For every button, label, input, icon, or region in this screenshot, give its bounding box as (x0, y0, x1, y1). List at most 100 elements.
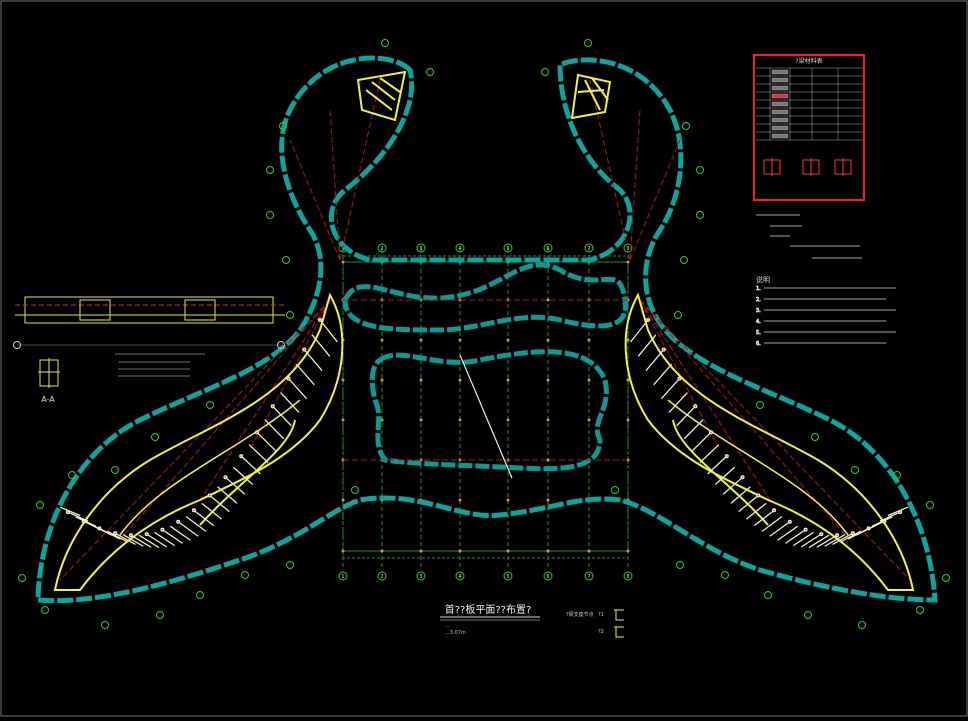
section-cut-line (459, 354, 513, 479)
joist-node (191, 508, 196, 513)
axis-line (119, 299, 331, 541)
perimeter-bubble (266, 211, 274, 219)
joist (699, 444, 720, 464)
inner-void-upper (342, 262, 629, 333)
joist (832, 532, 854, 546)
grid-label-top: 1 (341, 246, 344, 252)
joist-node (693, 404, 698, 409)
joist (264, 419, 285, 440)
perimeter-bubble (156, 611, 164, 619)
grid-bubble-bottom (455, 571, 465, 581)
right-wing-steel (624, 292, 915, 591)
axis-line (629, 109, 641, 261)
perimeter-bubble (36, 501, 44, 509)
column-node (419, 418, 423, 422)
column-node (341, 549, 345, 553)
perimeter-bubble (151, 433, 159, 441)
column-node (626, 418, 630, 422)
grid-frame (342, 255, 629, 559)
grid-bubble-top (503, 243, 513, 253)
column-node (458, 378, 462, 382)
column-node (546, 549, 550, 553)
joist (879, 511, 901, 522)
drawing-title-block: 首??板平面??布置? ... ...3.07m (440, 603, 540, 636)
grid-bubble-bottom (623, 571, 633, 581)
legend-key-1: ?1 (598, 612, 604, 618)
table-cell-fill (771, 117, 789, 123)
material-table: ?梁材料表 (753, 54, 865, 201)
joist (303, 349, 323, 372)
column-node (506, 549, 510, 553)
perimeter-bubble (286, 561, 294, 569)
grid-bubble-top (416, 243, 426, 253)
perimeter-bubble (942, 574, 950, 582)
column-node (458, 418, 462, 422)
grid-label-bottom: 4 (458, 574, 461, 580)
grid-bubble-bottom (543, 571, 553, 581)
drawing-subtitle-2: ...3.07m (445, 630, 466, 636)
perimeter-bubble (41, 606, 49, 614)
column-node (380, 549, 384, 553)
joist (824, 534, 846, 547)
joist (840, 530, 862, 543)
joist (295, 363, 315, 386)
grid-label-bottom: 2 (380, 574, 383, 580)
column-node (341, 378, 345, 382)
grid-label-top: 7 (587, 246, 590, 252)
axis-line (199, 299, 331, 501)
section-a-a: A-A (38, 358, 60, 404)
perimeter-bubble (206, 401, 214, 409)
joist (691, 431, 712, 452)
joist (201, 502, 222, 520)
table-cell-fill (771, 133, 789, 139)
joist (319, 319, 338, 343)
perimeter-bubble (764, 591, 772, 599)
joist-node (270, 404, 275, 409)
joist (792, 531, 814, 547)
grid-bubble-top (455, 243, 465, 253)
section-label: A-A (41, 395, 55, 404)
drawing-subtitle-1: ... (445, 623, 450, 629)
joist (761, 515, 783, 532)
joist (75, 516, 97, 527)
perimeter-bubble (426, 68, 434, 76)
axis-line (339, 79, 381, 261)
joist (288, 378, 308, 400)
table-section-icons (763, 158, 852, 176)
legend-key-2: ?2 (598, 629, 604, 635)
legend-label: ?梁支座节点 (566, 611, 594, 618)
grid-label-top: 5 (506, 246, 509, 252)
joist (138, 534, 160, 549)
drawing-title: 首??板平面??布置? (445, 603, 532, 616)
column-node (587, 378, 591, 382)
perimeter-bubble (196, 591, 204, 599)
joist (816, 534, 838, 548)
joist-node (223, 475, 228, 480)
joist-node (302, 347, 307, 352)
joist (676, 405, 696, 427)
left-wing-steel (53, 292, 344, 591)
joist (863, 520, 885, 532)
joist-node (128, 533, 133, 538)
joist-node (787, 519, 792, 524)
joist-node (803, 527, 808, 532)
joist (240, 455, 261, 475)
support-legend: ?梁支座节点 ?1 ?2 (566, 609, 624, 638)
joist (106, 530, 128, 543)
joist (67, 511, 89, 522)
joist (146, 533, 168, 548)
column-node (546, 458, 550, 462)
joist-node (254, 430, 260, 435)
joist (808, 534, 830, 549)
column-node (506, 418, 510, 422)
axis-line (639, 299, 911, 581)
notes-heading: 说明 (756, 275, 770, 284)
joist-node (835, 533, 840, 538)
perimeter-bubble (811, 433, 819, 441)
table-cell-fill (771, 85, 789, 91)
perimeter-bubble (381, 39, 389, 47)
column-node (626, 260, 630, 264)
joist-node (772, 508, 777, 513)
joist (154, 531, 176, 547)
